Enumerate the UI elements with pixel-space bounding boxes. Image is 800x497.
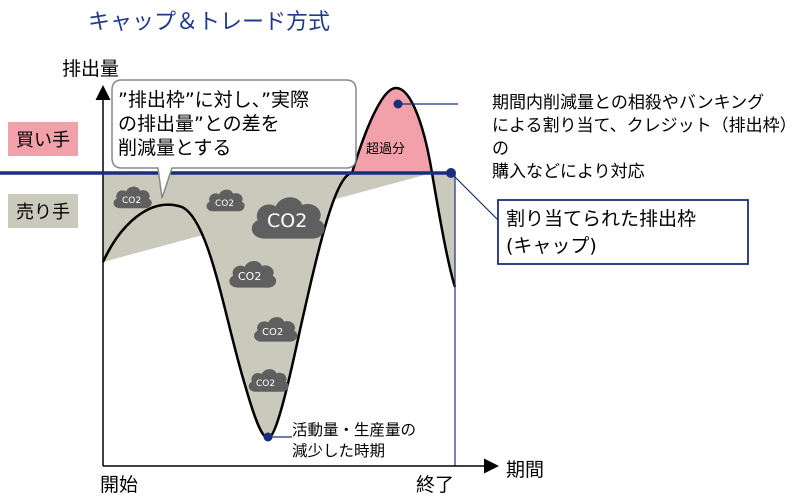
reduction-area-left	[103, 173, 348, 438]
excess-endpoint	[393, 99, 403, 109]
offset-note-line: 期間内削減量との相殺やバンキング	[492, 93, 765, 113]
callout-line: ”排出枠”に対し、”実際	[118, 89, 310, 111]
offset-note-line: による割り当て、クレジット（排出枠）の	[492, 116, 789, 159]
diagram-title: キャップ＆トレード方式	[88, 10, 331, 35]
y-axis-label: 排出量	[62, 58, 120, 80]
callout-line: の排出量”との差を	[118, 113, 280, 135]
seller-label: 売り手	[8, 194, 78, 228]
cap-box	[497, 199, 749, 265]
co2-label: CO2	[267, 210, 307, 232]
offset-note: 期間内削減量との相殺やバンキング による割り当て、クレジット（排出枠）の 購入な…	[492, 92, 792, 184]
co2-label: CO2	[262, 327, 283, 338]
co2-label: CO2	[256, 379, 275, 389]
cap-leader	[450, 172, 499, 221]
callout-line: 削減量とする	[118, 137, 232, 159]
co2-label: CO2	[215, 199, 234, 209]
cap-box-line: 割り当てられた排出枠	[506, 208, 697, 230]
callout-bubble	[111, 79, 357, 199]
buyer-label: 買い手	[8, 122, 78, 156]
excess-label: 超過分	[366, 142, 406, 157]
co2-label: CO2	[122, 196, 141, 206]
end-label: 終了	[416, 474, 455, 496]
low-activity-note: 活動量・生産量の 減少した時期	[292, 420, 462, 462]
cap-box-text: 割り当てられた排出枠 (キャップ)	[506, 206, 746, 260]
start-label: 開始	[100, 474, 139, 496]
co2-label: CO2	[238, 270, 261, 283]
callout-text: ”排出枠”に対し、”実際 の排出量”との差を 削減量とする	[118, 88, 348, 160]
x-axis-label: 期間	[506, 459, 545, 481]
offset-note-line: 購入などにより対応	[492, 162, 645, 182]
cap-box-line: (キャップ)	[506, 235, 597, 257]
low-activity-line: 活動量・生産量の	[292, 421, 417, 439]
excess-area	[352, 88, 432, 173]
low-activity-line: 減少した時期	[292, 442, 386, 460]
emission-curve	[101, 86, 457, 440]
